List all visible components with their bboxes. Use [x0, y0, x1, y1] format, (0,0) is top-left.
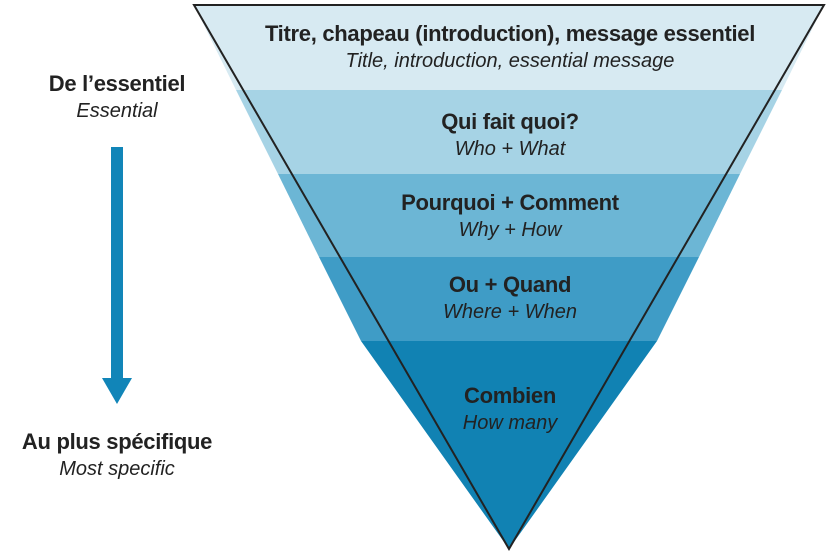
pyramid-band-3: [278, 174, 740, 257]
pyramid-outline: [192, 4, 826, 551]
side-top-title: De l’essentiel: [48, 71, 186, 96]
band-2-title: Qui fait quoi?: [441, 109, 579, 134]
band-4-text: Ou + Quand Where + When: [200, 271, 820, 325]
band-4-title: Ou + Quand: [448, 272, 572, 297]
band-3-text: Pourquoi + Comment Why + How: [200, 189, 820, 243]
band-5-subtitle: How many: [462, 412, 558, 434]
pyramid-band-2: [236, 90, 782, 174]
side-bottom-title: Au plus spécifique: [21, 429, 213, 454]
band-3-title: Pourquoi + Comment: [401, 190, 619, 215]
band-1-text: Titre, chapeau (introduction), message e…: [200, 20, 820, 74]
band-1-subtitle: Title, introduction, essential message: [345, 50, 675, 72]
band-2-subtitle: Who + What: [454, 138, 566, 160]
band-1-title: Titre, chapeau (introduction), message e…: [264, 21, 756, 46]
band-4-subtitle: Where + When: [443, 301, 577, 323]
band-5-title: Combien: [463, 383, 556, 408]
pyramid-band-5: [361, 341, 657, 549]
pyramid-band-1: [194, 5, 824, 90]
down-arrow-shaft: [111, 147, 123, 382]
band-5-text: Combien How many: [200, 382, 820, 436]
side-label-bottom: Au plus spécifique Most specific: [0, 428, 237, 482]
band-2-text: Qui fait quoi? Who + What: [200, 108, 820, 162]
pyramid-band-4: [319, 257, 699, 341]
side-top-subtitle: Essential: [76, 100, 158, 122]
band-3-subtitle: Why + How: [458, 219, 562, 241]
down-arrow-head: [102, 378, 132, 404]
side-label-top: De l’essentiel Essential: [0, 70, 237, 124]
side-bottom-subtitle: Most specific: [59, 458, 175, 480]
